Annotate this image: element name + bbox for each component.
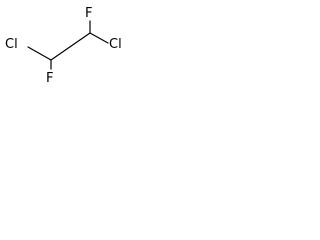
- bond-c1-c2: [50, 32, 91, 61]
- structural-formula: F Cl Cl F: [5, 6, 122, 86]
- atom-cl-left: Cl: [5, 37, 18, 52]
- bond-c2-cl-left: [27, 46, 52, 61]
- bond-c1-cl-right: [89, 32, 109, 44]
- atom-f-top: F: [85, 6, 92, 21]
- atom-f-bottom: F: [46, 71, 53, 86]
- atom-cl-right: Cl: [109, 37, 122, 52]
